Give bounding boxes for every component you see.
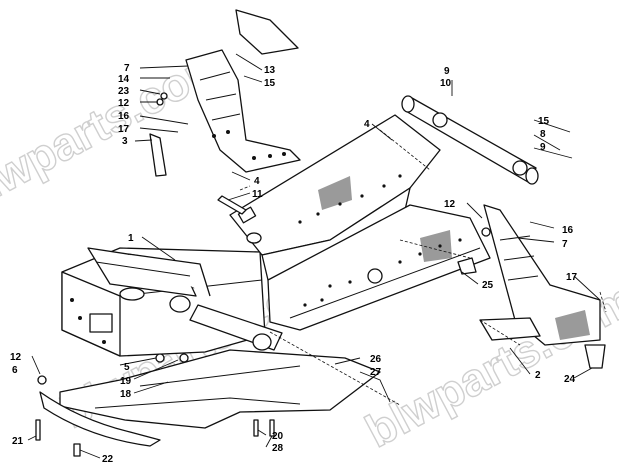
front-frame — [61, 247, 283, 357]
callout-20: 20 — [272, 431, 284, 442]
callout-13: 13 — [264, 65, 276, 76]
callout-15a: 15 — [264, 78, 276, 89]
callout-17a: 17 — [118, 124, 130, 135]
callout-1: 1 — [128, 233, 134, 244]
callout-10: 10 — [440, 78, 452, 89]
callout-9a: 9 — [444, 66, 450, 77]
callout-16a: 16 — [118, 111, 130, 122]
callout-25: 25 — [482, 280, 494, 291]
callout-5: 5 — [124, 362, 130, 373]
callout-22: 22 — [102, 454, 114, 465]
callout-28: 28 — [272, 443, 284, 454]
part-25-clip — [457, 257, 477, 275]
callout-12b: 12 — [444, 199, 456, 210]
callout-18: 18 — [120, 389, 132, 400]
callout-12a: 12 — [118, 98, 130, 109]
callout-16b: 16 — [562, 225, 574, 236]
callout-3: 3 — [122, 136, 128, 147]
part-11-strap — [217, 195, 247, 215]
callout-11: 11 — [252, 189, 263, 200]
hardware — [35, 92, 606, 457]
callout-2: 2 — [535, 370, 541, 381]
handlebar-pod — [235, 9, 299, 55]
callout-7b: 7 — [562, 239, 568, 250]
steering-column — [185, 9, 301, 173]
leader-lines — [27, 53, 607, 459]
callout-24: 24 — [564, 374, 576, 385]
callout-labels: 1 2 3 4 4 5 6 7 7 8 9 9 10 11 12 12 12 1… — [10, 63, 578, 465]
chassis-tunnel — [229, 114, 491, 331]
callout-7a: 7 — [124, 63, 130, 74]
callout-6: 6 — [12, 365, 18, 376]
callout-26: 26 — [370, 354, 382, 365]
cross-shaft — [401, 95, 539, 185]
part-3-rod — [149, 133, 167, 177]
frame-cutout — [89, 313, 113, 333]
callout-17b: 17 — [566, 272, 578, 283]
callout-4a: 4 — [364, 119, 370, 130]
callout-9b: 9 — [540, 142, 546, 153]
callout-14: 14 — [118, 74, 130, 85]
callout-12c: 12 — [10, 352, 22, 363]
callout-23: 23 — [118, 86, 130, 97]
callout-15b: 15 — [538, 116, 550, 127]
callout-4b: 4 — [254, 176, 260, 187]
callout-8: 8 — [540, 129, 546, 140]
part-24-bracket — [584, 344, 606, 369]
callout-27: 27 — [370, 367, 382, 378]
front-bumper — [39, 391, 161, 447]
rear-column-bracket — [479, 204, 601, 346]
callout-19: 19 — [120, 376, 132, 387]
callout-21: 21 — [12, 436, 24, 447]
